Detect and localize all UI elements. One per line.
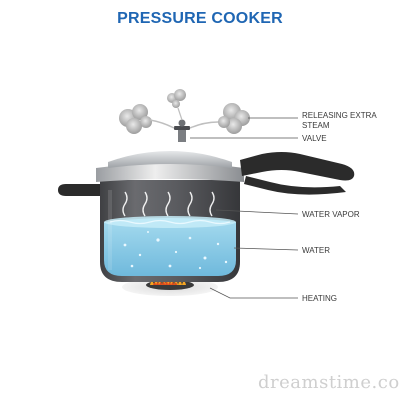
label-releasing-steam: RELEASING EXTRA STEAM bbox=[302, 111, 377, 131]
label-releasing-line1: RELEASING EXTRA bbox=[302, 111, 377, 120]
valve bbox=[174, 119, 190, 142]
steam-cloud-right bbox=[189, 103, 250, 134]
steam-cloud-top bbox=[167, 89, 186, 121]
leader-line-vapor bbox=[215, 209, 299, 215]
burner bbox=[122, 278, 218, 296]
label-releasing-line2: STEAM bbox=[302, 121, 330, 130]
lid-dome bbox=[108, 151, 232, 168]
lid-handle bbox=[240, 152, 355, 195]
leader-line-heating bbox=[209, 287, 298, 299]
cooker-lid bbox=[96, 148, 244, 182]
flame-icon bbox=[150, 279, 186, 285]
diagram-title: PRESSURE COOKER bbox=[117, 10, 283, 27]
steam-icon bbox=[119, 89, 250, 134]
water-bubbles bbox=[123, 231, 228, 270]
label-valve: VALVE bbox=[302, 134, 327, 143]
lid-rim bbox=[96, 163, 244, 182]
vapor-squiggles bbox=[122, 191, 215, 217]
water-ripple bbox=[109, 219, 231, 225]
steam-cloud-left bbox=[119, 104, 175, 134]
watermark: dreamstime.com bbox=[258, 372, 400, 393]
label-heating: HEATING bbox=[302, 294, 337, 303]
label-water-vapor: WATER VAPOR bbox=[302, 210, 360, 219]
label-water: WATER bbox=[302, 246, 330, 255]
leader-line-water bbox=[233, 247, 299, 251]
left-handle bbox=[58, 184, 100, 196]
leader-lines bbox=[190, 117, 299, 299]
water-fill bbox=[104, 218, 236, 276]
cooker-pot bbox=[100, 180, 240, 282]
